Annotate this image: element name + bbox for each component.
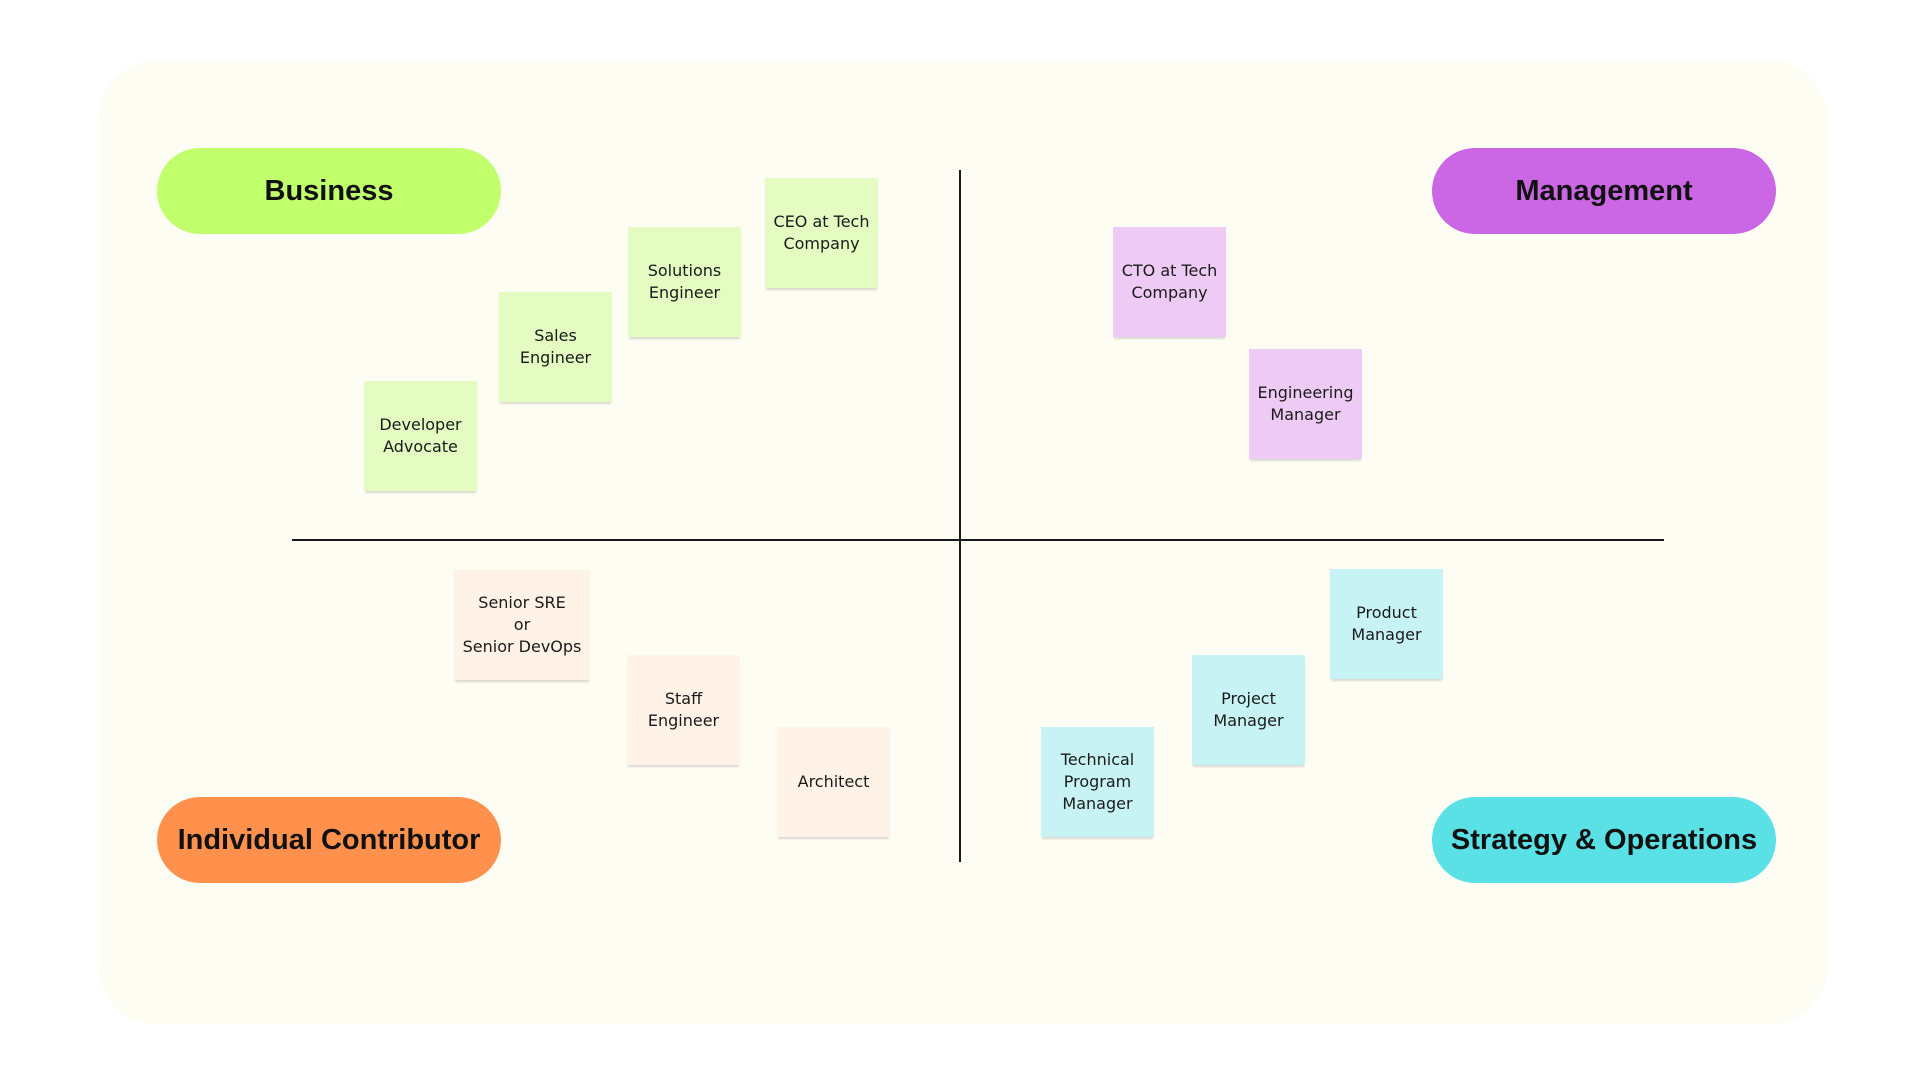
sticky-note-senior-sre[interactable]: Senior SRE or Senior DevOps [454,570,590,680]
quadrant-label-management[interactable]: Management [1432,148,1776,234]
horizontal-axis [292,539,1664,541]
sticky-note-developer-advocate[interactable]: Developer Advocate [364,381,477,491]
sticky-note-sales-engineer[interactable]: Sales Engineer [499,292,612,402]
sticky-note-engineering-manager[interactable]: Engineering Manager [1249,349,1362,459]
quadrant-label-strategy-operations[interactable]: Strategy & Operations [1432,797,1776,883]
sticky-note-architect[interactable]: Architect [777,727,890,837]
sticky-note-technical-program-manager[interactable]: Technical Program Manager [1041,727,1154,837]
vertical-axis [959,170,961,862]
quadrant-label-individual-contributor[interactable]: Individual Contributor [157,797,501,883]
sticky-note-cto[interactable]: CTO at Tech Company [1113,227,1226,337]
sticky-note-staff-engineer[interactable]: Staff Engineer [627,655,740,765]
sticky-note-solutions-engineer[interactable]: Solutions Engineer [628,227,741,337]
sticky-note-ceo[interactable]: CEO at Tech Company [765,178,878,288]
quadrant-label-business[interactable]: Business [157,148,501,234]
sticky-note-product-manager[interactable]: Product Manager [1330,569,1443,679]
sticky-note-project-manager[interactable]: Project Manager [1192,655,1305,765]
